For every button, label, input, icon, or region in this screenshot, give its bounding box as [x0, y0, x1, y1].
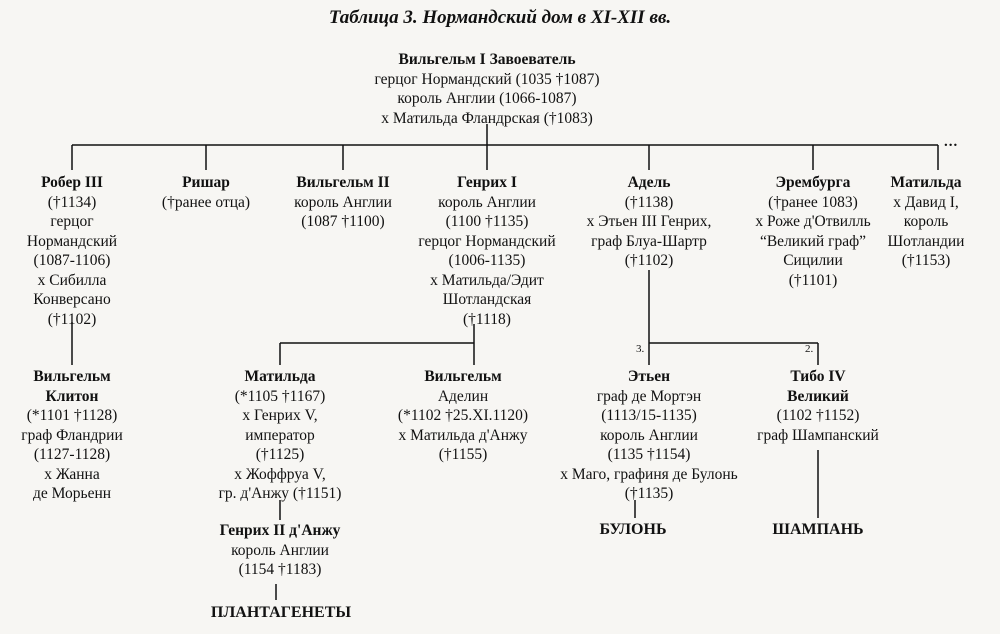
node-matilda-scotland: Матильда x Давид I, король Шотландии (†1… [887, 174, 965, 269]
node-wilhelm-clito: Вильгельм Клитон (*1101 †1128) граф Флан… [21, 368, 123, 502]
node-adel: Адель (†1138) x Этьен III Генрих, граф Б… [586, 174, 712, 269]
order-mark-tibo: 2. [805, 343, 814, 355]
node-wilhelm-i: Вильгельм I Завоеватель герцог Нормандск… [374, 51, 600, 127]
house-champagne: ШАМПАНЬ [772, 521, 864, 538]
diagram-title: Таблица 3. Нормандский дом в XI-XII вв. [328, 7, 672, 28]
node-wilhelm-ii: Вильгельм II король Англии (1087 †1100) [294, 174, 392, 230]
node-eremburga: Эрембурга (†ранее 1083) x Роже д'Отвилль… [755, 174, 871, 289]
node-rishar: Ришар (†ранее отца) [161, 174, 251, 211]
house-plantagenets: ПЛАНТАГЕНЕТЫ [210, 604, 352, 621]
node-wilhelm-adelin: Вильгельм Аделин (*1102 †25.XI.1120) x М… [397, 368, 529, 463]
continuation-ellipsis: ... [944, 134, 959, 150]
node-tibo-iv: Тибо IV Великий (1102 †1152) граф Шампан… [757, 368, 879, 444]
node-matilda-empress: Матильда (*1105 †1167) x Генрих V, импер… [218, 368, 342, 502]
node-name: Вильгельм I Завоеватель [398, 51, 576, 68]
node-henry-ii: Генрих II д'Анжу король Англии (1154 †11… [219, 522, 341, 578]
node-henry-i: Генрих I король Англии (1100 †1135) герц… [418, 174, 556, 328]
node-etien: Этьен граф де Мортэн (1113/15-1135) коро… [560, 368, 738, 502]
house-boulogne: БУЛОНЬ [599, 521, 667, 538]
order-mark-etien: 3. [636, 343, 645, 355]
node-rober-iii: Робер III (†1134) герцог Нормандский (10… [26, 174, 118, 328]
